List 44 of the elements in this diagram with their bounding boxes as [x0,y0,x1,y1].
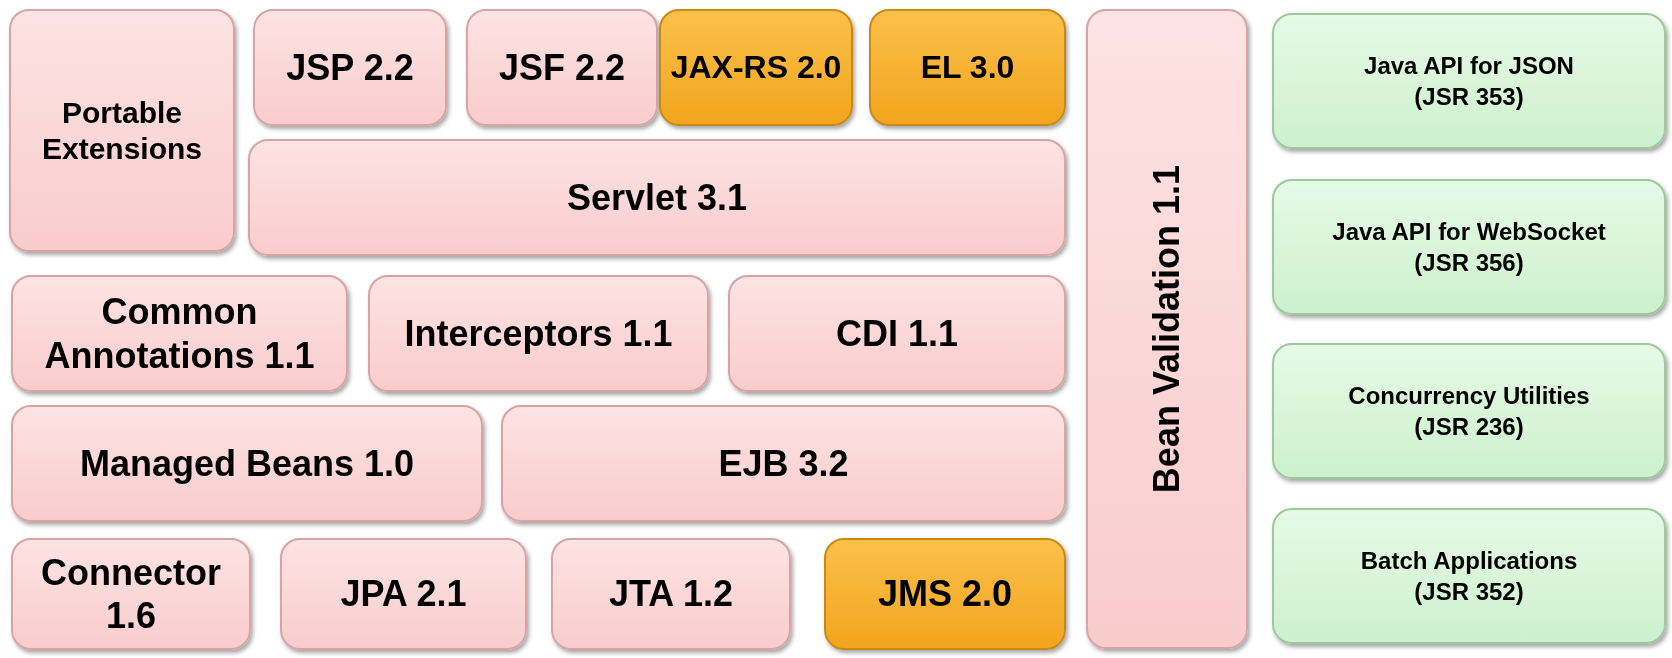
spec-box [253,9,447,126]
spec-label: JSP 2.2 [285,45,415,90]
spec-box [1272,13,1666,149]
jsr-number: (JSR 352) [1413,577,1525,607]
spec-label: Bean Validation 1.1 [1145,164,1189,494]
spec-label: JTA 1.2 [607,572,735,616]
spec-box [551,538,791,650]
spec-label: Servlet 3.1 [565,175,749,220]
spec-label: CDI 1.1 [834,311,959,356]
spec-box [728,275,1066,392]
spec-box [11,275,348,392]
spec-box [11,405,483,522]
spec-box [824,538,1066,650]
spec-label: JPA 2.1 [339,572,468,616]
spec-box [280,538,527,650]
spec-box [1272,508,1666,644]
spec-box [1086,9,1248,649]
spec-box [869,9,1066,126]
spec-label: Interceptors 1.1 [403,311,674,356]
spec-label: EL 3.0 [919,48,1016,87]
spec-label: Java API for WebSocket [1331,216,1607,247]
spec-label: EJB 3.2 [717,441,850,486]
spec-label: Batch Applications [1359,545,1579,576]
spec-box [466,9,658,126]
spec-label: Portable Extensions [40,94,204,167]
spec-label: JMS 2.0 [876,572,1014,616]
spec-label: Connector 1.6 [40,550,222,638]
spec-label: JAX-RS 2.0 [669,48,843,87]
spec-label: JSF 2.2 [497,45,627,90]
spec-box [9,9,235,252]
spec-box [659,9,853,126]
jsr-number: (JSR 236) [1413,412,1525,442]
spec-label: Common Annotations 1.1 [43,290,316,377]
spec-box [501,405,1066,522]
spec-box [1272,343,1666,479]
spec-label: Java API for JSON [1363,50,1575,81]
spec-label: Managed Beans 1.0 [78,441,416,486]
spec-label: Concurrency Utilities [1347,380,1591,411]
spec-box [1272,179,1666,315]
jsr-number: (JSR 353) [1413,82,1525,112]
spec-box [11,538,251,650]
spec-box [248,139,1066,256]
spec-box [368,275,709,392]
jsr-number: (JSR 356) [1413,248,1525,278]
